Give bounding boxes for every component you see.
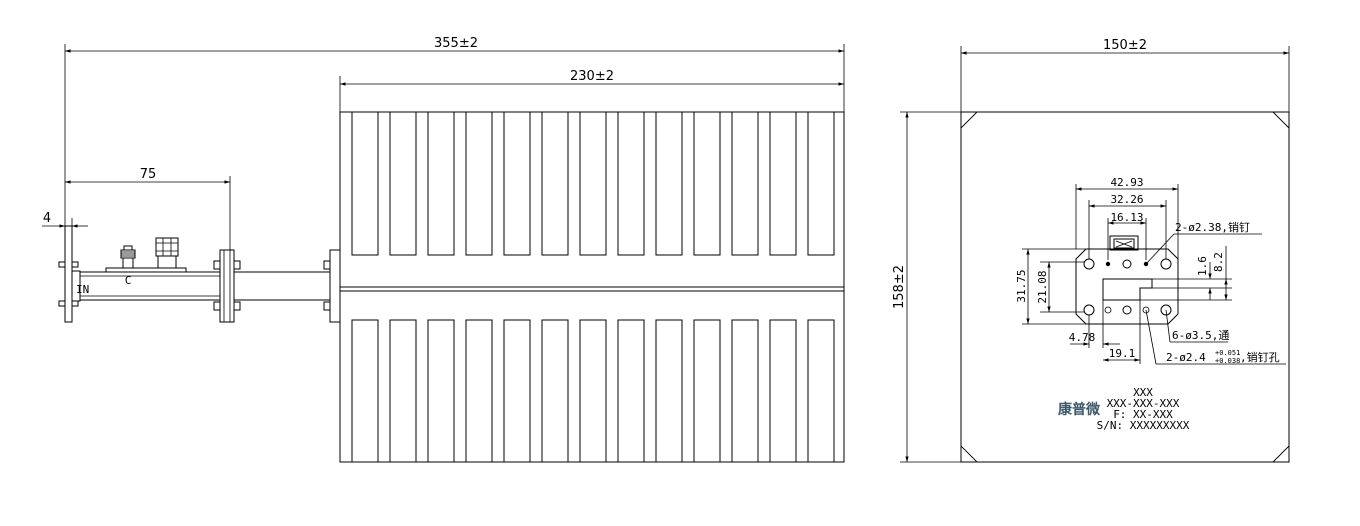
dim-42-93: 42.93 (1075, 176, 1179, 259)
fin-slot-top (807, 112, 835, 256)
svg-text:1.6: 1.6 (1196, 256, 1209, 276)
dim-21-08: 21.08 (1036, 261, 1085, 313)
fin-slot-top (655, 112, 683, 256)
dim-16-13: 16.13 (1107, 211, 1147, 260)
svg-text:S/N: XXXXXXXXX: S/N: XXXXXXXXX (1097, 419, 1190, 432)
waveguide-tube (233, 271, 331, 301)
svg-text:42.93: 42.93 (1110, 176, 1143, 189)
heatsink-fins-bottom (351, 319, 835, 462)
svg-text:8.2: 8.2 (1212, 252, 1225, 272)
dim-32-26: 32.26 (1088, 193, 1167, 259)
fin-slot-bottom (389, 319, 417, 462)
end-width-label: 150±2 (1103, 38, 1147, 53)
fin-slot-top (617, 112, 645, 256)
fin-slot-bottom (769, 319, 797, 462)
coupler-label: C (125, 274, 132, 287)
svg-text:19.1: 19.1 (1109, 347, 1136, 360)
interface-flange (1075, 235, 1179, 325)
svg-text:2-ø2.4: 2-ø2.4 (1166, 351, 1206, 364)
end-width-dimension: 150±2 (960, 38, 1290, 112)
fin-slot-bottom (731, 319, 759, 462)
fin-slot-bottom (579, 319, 607, 462)
overall-length-dimension: 355±2 (64, 36, 845, 230)
heatsink (339, 111, 845, 463)
flange-thickness-label: 4 (43, 211, 51, 226)
port-label: IN (76, 283, 89, 296)
dim-1-6: 1.6 (1140, 256, 1232, 301)
middle-flange (213, 249, 241, 323)
svg-text:XXX-XXX-XXX: XXX-XXX-XXX (1107, 397, 1180, 410)
end-height-dimension: 158±2 (892, 111, 961, 463)
fin-slot-bottom (655, 319, 683, 462)
fin-slot-top (579, 112, 607, 256)
overall-length-label: 355±2 (434, 36, 478, 51)
fin-slot-top (427, 112, 455, 256)
input-flange (58, 225, 81, 323)
fin-slot-top (731, 112, 759, 256)
svg-text:6-ø3.5,通: 6-ø3.5,通 (1172, 329, 1229, 342)
svg-text:4.78: 4.78 (1069, 331, 1096, 344)
svg-text:31.75: 31.75 (1015, 269, 1028, 302)
side-view: 355±2 230±2 75 4 I (42, 36, 845, 463)
svg-text:,销钉孔: ,销钉孔 (1240, 350, 1280, 364)
fin-slot-bottom (351, 319, 379, 462)
svg-text:16.13: 16.13 (1110, 211, 1143, 224)
fin-slot-bottom (807, 319, 835, 462)
coupler-connector-c (120, 245, 136, 269)
fin-slot-top (351, 112, 379, 256)
svg-text:+0.051: +0.051 (1215, 349, 1240, 357)
svg-text:+0.038: +0.038 (1215, 357, 1240, 365)
fin-slot-bottom (541, 319, 569, 462)
fin-slot-top (465, 112, 493, 256)
heatsink-flange (323, 249, 341, 323)
dim-8-2: 8.2 (1212, 246, 1228, 300)
heatsink-length-label: 230±2 (570, 69, 614, 84)
fin-slot-top (503, 112, 531, 256)
coupler-connector-n (155, 237, 179, 269)
fin-slot-top (389, 112, 417, 256)
section-length-label: 75 (140, 167, 157, 182)
fin-slot-bottom (503, 319, 531, 462)
callout-holes: 6-ø3.5,通 (1165, 309, 1229, 343)
fin-slot-top (693, 112, 721, 256)
svg-text:32.26: 32.26 (1110, 193, 1143, 206)
fin-slot-bottom (693, 319, 721, 462)
nameplate: 康普微 XXX XXX-XXX-XXX F: XX-XXX S/N: XXXXX… (1058, 386, 1190, 432)
svg-text:21.08: 21.08 (1036, 270, 1049, 303)
callout-pin-holes: 2-ø2.4 +0.051 +0.038 ,销钉孔 (1145, 309, 1286, 365)
end-height-label: 158±2 (892, 265, 907, 309)
fin-slot-top (541, 112, 569, 256)
section-length-dimension: 75 (65, 167, 231, 250)
dim-4-78: 4.78 (1069, 300, 1120, 348)
svg-text:XXX: XXX (1133, 386, 1153, 399)
fin-slot-bottom (617, 319, 645, 462)
coupler-section (79, 267, 221, 301)
callout-pins: 2-ø2.38,销钉 (1145, 220, 1262, 265)
heatsink-fins-top (351, 112, 835, 256)
fin-slot-bottom (427, 319, 455, 462)
dim-31-75: 31.75 (1015, 248, 1086, 325)
dim-19-1: 19.1 (1103, 300, 1141, 364)
fin-slot-bottom (465, 319, 493, 462)
brand-logo: 康普微 (1058, 401, 1101, 418)
svg-text:F: XX-XXX: F: XX-XXX (1113, 408, 1173, 421)
svg-text:2-ø2.38,销钉: 2-ø2.38,销钉 (1175, 220, 1250, 234)
end-view: 150±2 158±2 (892, 38, 1290, 463)
fin-slot-top (769, 112, 797, 256)
heatsink-length-dimension: 230±2 (339, 69, 844, 112)
